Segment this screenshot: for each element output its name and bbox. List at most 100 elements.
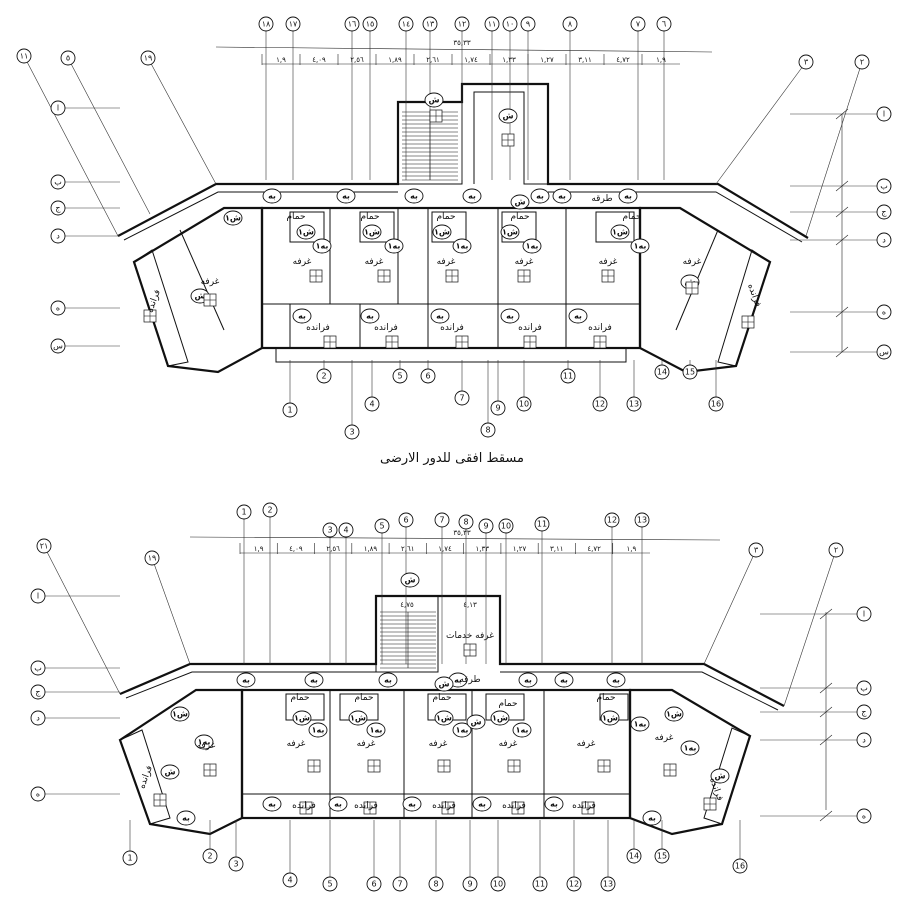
bath-label: حمام: [290, 693, 309, 703]
room-tag: به: [472, 796, 492, 812]
grid-bubble: 10: [490, 820, 506, 892]
veranda-label: فرانده: [572, 801, 596, 811]
bath-label: حمام: [432, 693, 451, 703]
grid-bubble-label: 11: [535, 880, 545, 889]
grid-bubble-label: ١٢: [458, 20, 467, 29]
grid-bubble-label: ا: [883, 110, 885, 119]
grid-bubble: ٦: [656, 16, 672, 180]
room-tag: به: [328, 796, 348, 812]
grid-bubble-label: ه: [36, 790, 40, 799]
grid-bubble: 3: [344, 360, 360, 440]
grid-bubble-label: ا: [863, 610, 865, 619]
bath-label: حمام: [286, 212, 305, 222]
bath-label: حمام: [622, 212, 641, 222]
window-symbol: [153, 793, 167, 807]
dimension-text: ١,٨٩: [388, 56, 402, 64]
grid-bubble: ا: [30, 588, 120, 604]
grid-bubble: ب: [30, 660, 120, 676]
grid-bubble-label: 7: [397, 880, 402, 889]
grid-bubble-label: 6: [425, 372, 430, 381]
dimension-text: ٢,٥٦: [350, 56, 364, 64]
grid-bubble-label: 14: [657, 368, 667, 377]
grid-bubble: 3: [322, 522, 338, 664]
room-tag-label: به١: [516, 726, 529, 735]
window-symbol: [511, 801, 525, 815]
room-tag: به: [544, 796, 564, 812]
room-tag: به: [530, 188, 550, 204]
dimension-text: ٢,٥٦: [326, 545, 340, 553]
grid-bubble: ٢: [783, 542, 844, 707]
grid-bubble: 6: [366, 820, 382, 892]
grid-bubble: 5: [374, 518, 390, 664]
room-tag-label: به: [408, 800, 416, 809]
room-tag: ش١: [434, 710, 454, 726]
grid-bubble-label: 16: [735, 862, 745, 871]
grid-bubble-label: 10: [493, 880, 503, 889]
room-tag-label: به: [334, 800, 342, 809]
grid-bubble: 11: [534, 516, 550, 664]
grid-bubble-label: ٢: [834, 546, 838, 555]
room-tag-label: ش١: [502, 228, 518, 238]
grid-bubble: ٣: [715, 54, 814, 185]
room-label: غرفه: [293, 257, 312, 267]
room-tag-label: به١: [634, 720, 647, 729]
dimension-text: ١,٧٤: [464, 56, 478, 64]
window-symbol: [517, 269, 531, 283]
grid-bubble-label: 6: [371, 880, 376, 889]
room-tag: به: [642, 810, 662, 826]
grid-bubble: 16: [732, 820, 748, 874]
bath-label: حمام: [596, 693, 615, 703]
room-tag: ش١: [348, 710, 368, 726]
veranda-label: فرانده: [588, 323, 612, 333]
room-label: غرفه: [515, 257, 534, 267]
grid-bubble: 11: [560, 360, 576, 384]
bath-label: حمام: [436, 212, 455, 222]
room-tag: ش: [424, 92, 444, 108]
room-tag-label: ش: [438, 680, 449, 690]
grid-bubble-label: 8: [433, 880, 438, 889]
room-tag-label: به١: [684, 744, 697, 753]
grid-bubble: 10: [498, 518, 514, 664]
room-tag: ش: [466, 714, 486, 730]
room-tag: به: [336, 188, 356, 204]
dimension-text: ٣,١١: [550, 545, 564, 553]
grid-bubble-label: ٧: [636, 20, 641, 29]
window-symbol: [299, 801, 313, 815]
grid-bubble: ١٧: [285, 16, 301, 180]
window-symbol: [601, 269, 615, 283]
room-tag: به١: [522, 238, 542, 254]
room-tag: به: [378, 672, 398, 688]
room-tag: ش١: [296, 224, 316, 240]
grid-bubble-label: 9: [483, 522, 488, 531]
room-label: غرفه: [599, 257, 618, 267]
grid-bubble: د: [50, 228, 120, 244]
grid-bubble-label: 5: [327, 880, 332, 889]
grid-bubble-label: 5: [397, 372, 402, 381]
window-symbol: [307, 759, 321, 773]
room-tag-label: به: [342, 192, 350, 201]
room-tag-label: ش: [428, 96, 439, 106]
grid-bubble: 4: [282, 820, 298, 888]
grid-bubble-label: 6: [403, 516, 408, 525]
room-tag-label: به: [524, 676, 532, 685]
grid-bubble: ٨: [562, 16, 578, 180]
grid-bubble-label: ١٩: [144, 54, 153, 63]
room-tag: به١: [680, 740, 700, 756]
room-tag-label: به: [268, 800, 276, 809]
room-label: غرفه: [287, 739, 306, 749]
grid-bubble-label: ٦: [662, 20, 666, 29]
window-symbol: [437, 759, 451, 773]
room-tag-label: ش١: [612, 228, 628, 238]
window-symbol: [581, 801, 595, 815]
grid-bubble: 1: [236, 504, 252, 664]
grid-bubble: ٥: [60, 50, 151, 215]
room-tag: ش: [498, 108, 518, 124]
room-tag-label: ش: [514, 198, 525, 208]
grid-bubble: 9: [462, 820, 478, 892]
room-tag: ش١: [432, 224, 452, 240]
grid-bubble: ه: [790, 304, 892, 320]
window-symbol: [441, 801, 455, 815]
dimension-text: ٤,٧٢: [616, 56, 630, 64]
grid-bubble-label: 13: [629, 400, 639, 409]
room-tag-label: به: [410, 192, 418, 201]
